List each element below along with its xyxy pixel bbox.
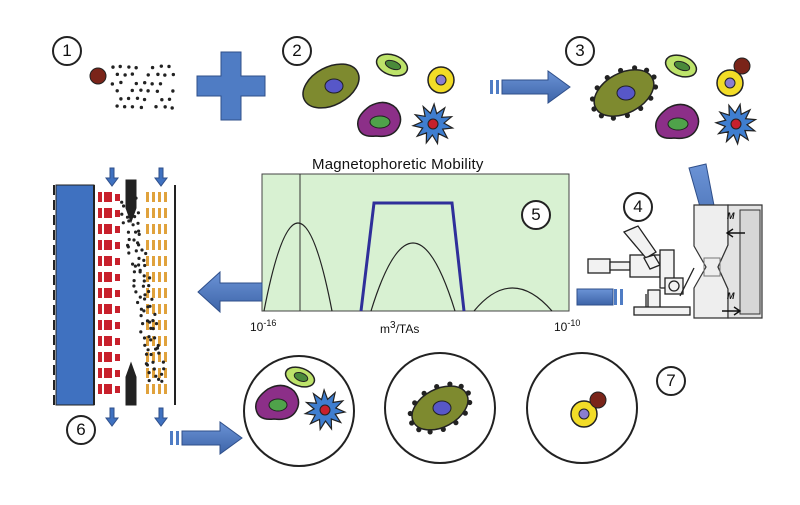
fraction-2-beads	[407, 381, 473, 435]
step-1-badge: 1	[52, 36, 82, 66]
magnet-arrow-right	[722, 306, 742, 316]
step-2-badge: 2	[282, 36, 312, 66]
magnet-label-top: M	[727, 211, 735, 221]
fraction-1	[243, 355, 355, 467]
chart-title: Magnetophoretic Mobility	[312, 156, 484, 173]
bead-on-yellow-cell	[733, 57, 751, 75]
column-inlet-marker	[125, 179, 137, 224]
spiky-cell-nucleus	[427, 118, 439, 130]
spiky-cell-3-nucleus	[730, 118, 742, 130]
labeled-cells	[589, 54, 758, 146]
yellow-cell-3-nucleus	[724, 77, 736, 89]
orange-wire-array	[146, 192, 167, 394]
column-particles	[120, 196, 166, 383]
fraction-3-bead	[589, 391, 607, 409]
step-7-badge: 7	[656, 366, 686, 396]
magnet-label-bottom: M	[727, 291, 735, 301]
chart-plot-area	[261, 173, 570, 312]
magnet-arrow-left	[725, 228, 745, 238]
red-wire-array	[98, 192, 120, 394]
magnetic-bead	[89, 67, 107, 85]
step-4-badge: 4	[623, 192, 653, 222]
mobility-peak-2	[370, 242, 456, 312]
arrow-to-column	[197, 270, 263, 314]
x-axis-unit-label: m3/TAs	[380, 320, 420, 336]
attached-beads	[589, 65, 659, 121]
selection-window	[359, 201, 466, 312]
column-blue-wall	[55, 184, 95, 406]
olive-cell-nucleus	[324, 78, 344, 94]
arrow-from-separator	[576, 288, 623, 306]
bead-and-particles	[89, 64, 176, 110]
lime-cell-nucleus	[384, 59, 402, 71]
microscope-apparatus	[587, 225, 695, 316]
mobility-peak-1	[263, 222, 333, 312]
mobility-peak-3	[473, 287, 553, 312]
arrow-to-fractions	[170, 421, 243, 455]
yellow-cell-nucleus	[435, 74, 447, 86]
step-3-badge: 3	[565, 36, 595, 66]
purple-cell-3-nucleus	[667, 117, 689, 131]
labeled-olive-nucleus	[616, 85, 636, 101]
x-axis-max-label: 10-10	[554, 318, 581, 334]
x-axis-min-label: 10-16	[250, 318, 277, 334]
magnetic-separator	[693, 204, 763, 319]
plus-icon	[196, 51, 266, 121]
cell-mixture	[302, 53, 455, 146]
nanoparticle-cloud	[110, 64, 176, 110]
step-5-badge: 5	[521, 200, 551, 230]
lime-cell-3-nucleus	[673, 60, 691, 72]
step-6-badge: 6	[66, 415, 96, 445]
arrow-to-labeled	[490, 70, 571, 104]
purple-cell-nucleus	[369, 115, 391, 129]
separation-column	[53, 167, 176, 427]
column-outlet-marker	[125, 361, 137, 406]
